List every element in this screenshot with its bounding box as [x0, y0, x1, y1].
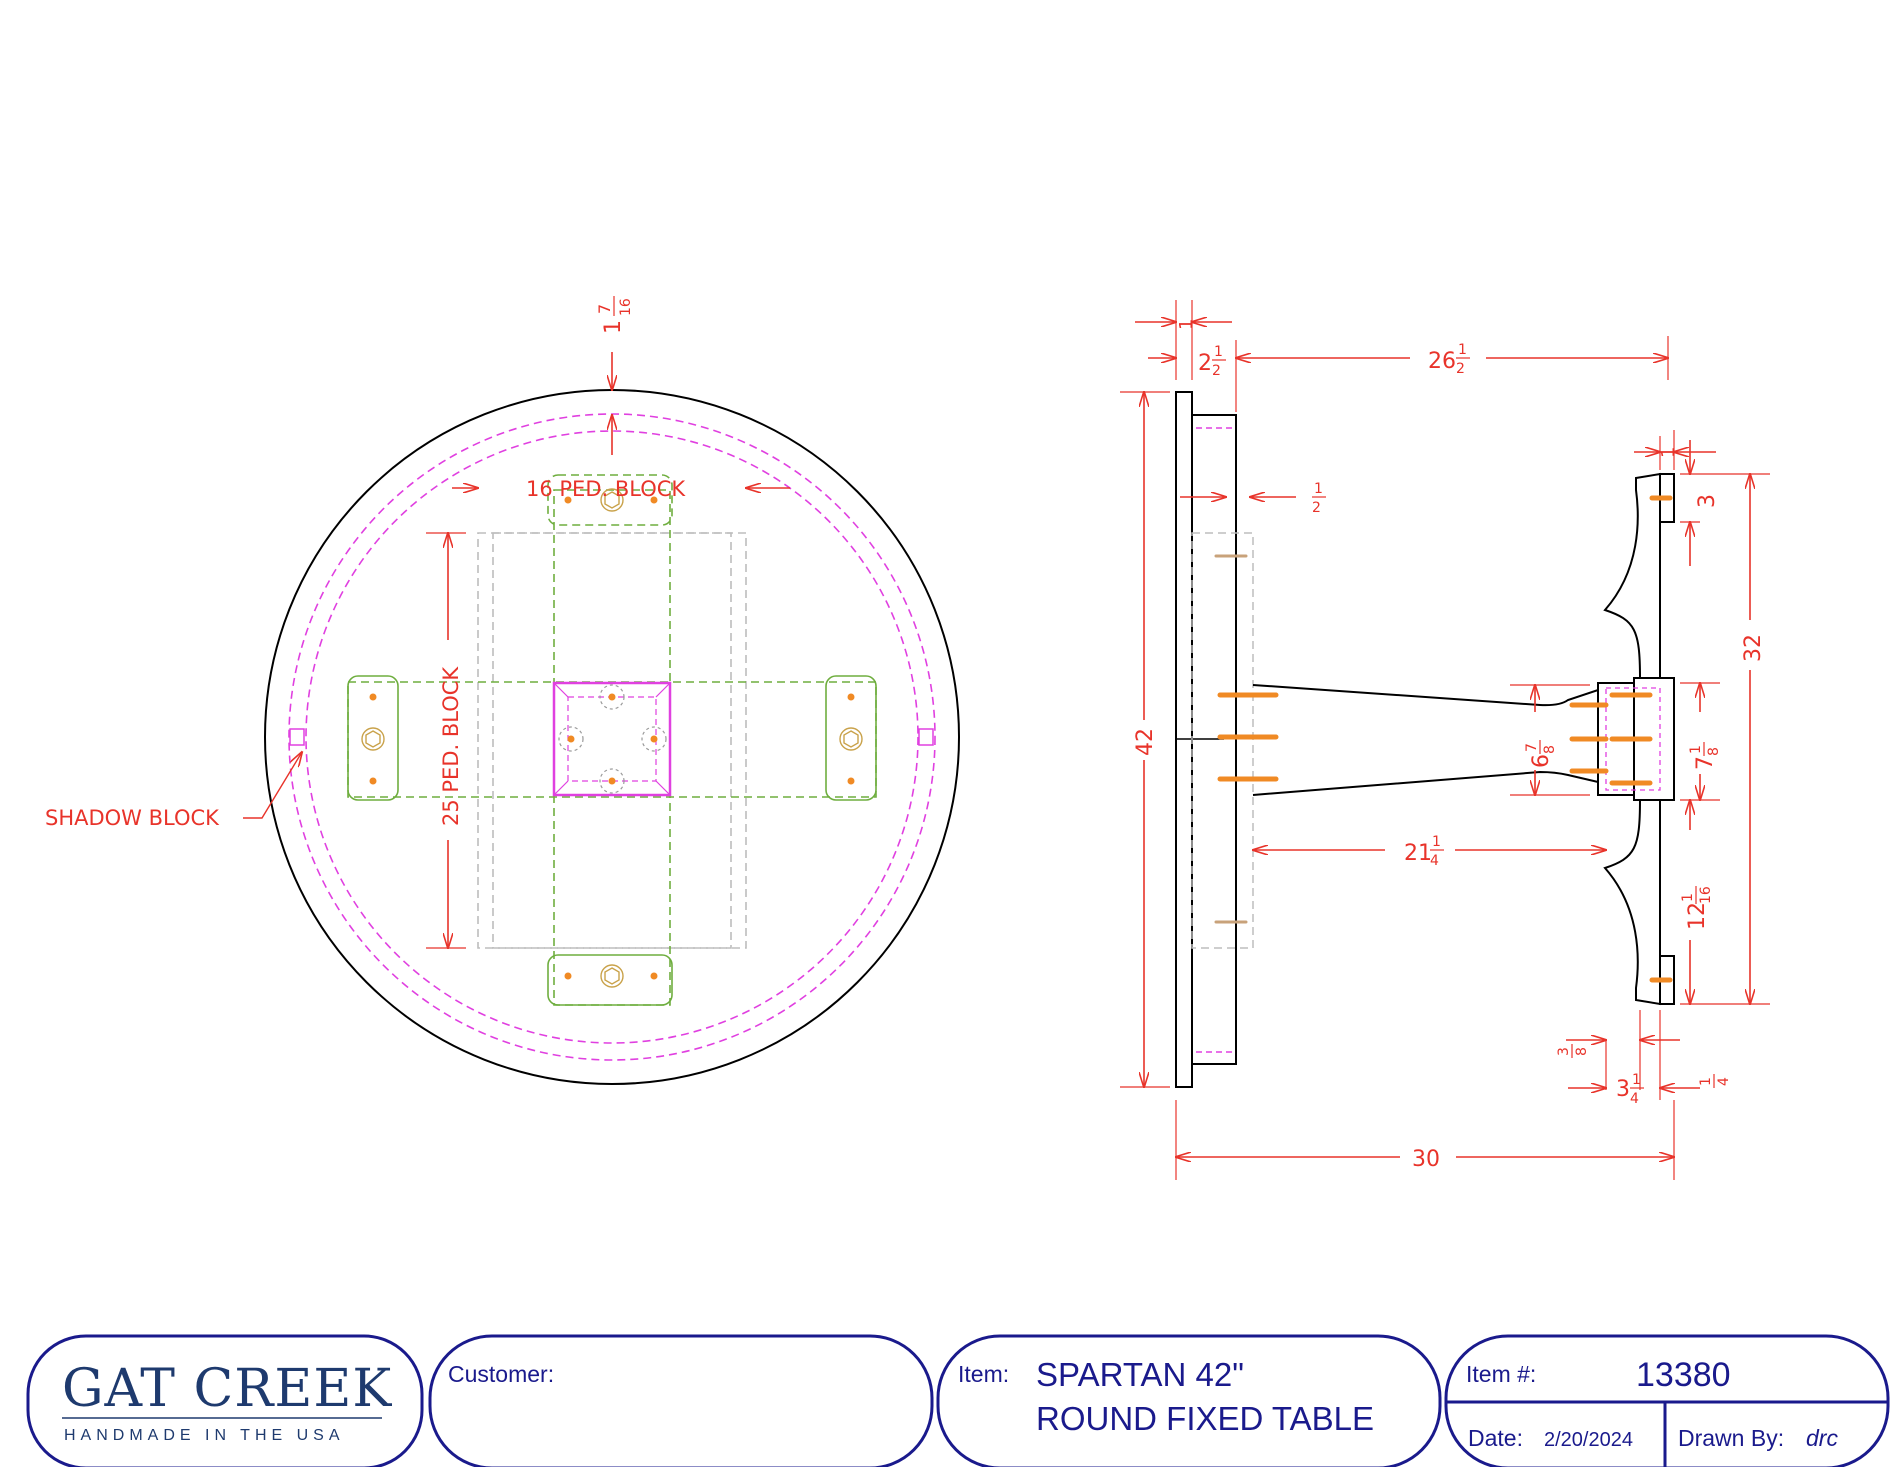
- dim-height-value: 32: [1741, 634, 1766, 662]
- dim-inset-den: 2: [1312, 500, 1321, 516]
- dim-foot-38-den: 8: [1574, 1047, 1590, 1056]
- side-wood-screws: [1214, 554, 1248, 924]
- dim-diameter-value: 42: [1133, 728, 1158, 756]
- date-label: Date:: [1468, 1425, 1523, 1451]
- hub-bolts: [558, 684, 667, 794]
- item-line2: ROUND FIXED TABLE: [1036, 1400, 1374, 1437]
- dim-25-ped-block: 25 PED. BLOCK: [426, 533, 466, 948]
- dim-foot-38: 3 8: [1556, 1010, 1680, 1090]
- dim-span-den: 2: [1456, 361, 1465, 377]
- dim-apron-den: 2: [1212, 363, 1221, 379]
- dim-foot-q-den: 4: [1716, 1077, 1732, 1086]
- item-number-value: 13380: [1636, 1356, 1731, 1394]
- dim-leg-12-num: 1: [1680, 893, 1696, 902]
- side-screws: [1217, 495, 1673, 983]
- dim-overall-30: 30: [1176, 1100, 1674, 1180]
- side-view: 1 2 1 2 26 1 2 1 2: [1120, 300, 1770, 1180]
- drawn-by-label: Drawn By:: [1678, 1425, 1784, 1451]
- item-label: Item:: [958, 1361, 1009, 1387]
- dim-col-21: 21 1 4: [1253, 834, 1606, 869]
- dim-top-inset-den: 16: [618, 298, 634, 316]
- dim-foot-top-value: 1: [1658, 447, 1679, 458]
- drawn-by-value: drc: [1806, 1425, 1838, 1451]
- cross-blocks-green: [347, 474, 877, 1006]
- dim-diameter-42: 42: [1120, 392, 1170, 1087]
- dim-top-inset-whole: 1: [601, 320, 626, 334]
- logo-name: GAT CREEK: [62, 1359, 392, 1419]
- customer-box: [428, 1334, 934, 1467]
- dim-leg-12: 12 1 16: [1680, 800, 1714, 1004]
- dim-top-thickness: 1: [1135, 300, 1232, 380]
- plan-view: 1 7 16 16 PED. BLOCK 25 PED. BLOCK SHADO…: [45, 296, 960, 1085]
- dim-inset-num: 1: [1314, 481, 1323, 497]
- dim-overall-value: 30: [1412, 1147, 1440, 1172]
- dim-col-21-whole: 21: [1404, 841, 1432, 866]
- pedestal-block-gray: [477, 532, 747, 949]
- dim-foot-q-num: 1: [1698, 1077, 1714, 1086]
- dim-foot-3q-whole: 3: [1616, 1077, 1630, 1102]
- side-ped-block: [1191, 532, 1254, 949]
- callout-16-ped-block: 16 PED. BLOCK: [526, 477, 686, 501]
- shadow-block-callout: SHADOW BLOCK: [45, 752, 302, 830]
- logo-box: [26, 1334, 424, 1467]
- dim-hub-7-num: 1: [1688, 745, 1704, 754]
- dim-col-21-den: 4: [1430, 853, 1439, 869]
- orange-screws-plan: [369, 496, 855, 980]
- dim-top-inset-num: 7: [595, 304, 614, 314]
- side-base-leg: [1603, 472, 1661, 679]
- dim-16-ped-block: 16 PED. BLOCK: [452, 477, 790, 501]
- dim-span-num: 1: [1458, 342, 1467, 358]
- dim-col-6: 6 7 8: [1510, 685, 1590, 795]
- dim-apron-num: 1: [1214, 344, 1223, 360]
- apron-inner-dashed: [305, 430, 919, 1044]
- dim-col-6-den: 8: [1542, 745, 1558, 754]
- dim-foot-38-num: 3: [1556, 1047, 1572, 1056]
- dim-top-thickness-value: 1: [1176, 319, 1197, 330]
- item-box: [936, 1334, 1442, 1467]
- dim-foot-3q: 3 1 4: [1568, 1072, 1644, 1107]
- callout-shadow-block: SHADOW BLOCK: [45, 806, 220, 830]
- side-column: [1252, 684, 1599, 796]
- dim-foot-3: 3: [1680, 440, 1770, 566]
- callout-25-ped-block: 25 PED. BLOCK: [439, 666, 463, 826]
- dim-inset-half: 1 2: [1180, 481, 1326, 516]
- dim-foot-3q-den: 4: [1630, 1091, 1639, 1107]
- dim-span-whole: 26: [1428, 349, 1456, 374]
- dim-top-inset: 1 7 16: [595, 296, 634, 455]
- dim-apron-2-half: 2 1 2: [1148, 340, 1237, 412]
- shadow-blocks: [289, 728, 934, 746]
- dim-foot-3q-num: 1: [1632, 1072, 1641, 1088]
- dim-hub-7-whole: 7: [1693, 756, 1718, 770]
- date-value: 2/20/2024: [1544, 1429, 1633, 1451]
- dim-hub-7: 7 1 8: [1680, 683, 1722, 800]
- dim-col-6-num: 7: [1524, 743, 1540, 752]
- dim-height-32: 32: [1680, 474, 1770, 1004]
- title-block: GAT CREEK HANDMADE IN THE USA Customer: …: [26, 1334, 1890, 1467]
- hex-bolts-plan: [361, 488, 863, 988]
- dim-hub-7-den: 8: [1706, 747, 1722, 756]
- dim-foot-3-value: 3: [1695, 494, 1720, 508]
- item-line1: SPARTAN 42": [1036, 1356, 1244, 1393]
- dim-col-6-whole: 6: [1529, 754, 1554, 768]
- dim-foot-top: 1: [1634, 430, 1716, 470]
- customer-label: Customer:: [448, 1361, 554, 1387]
- dim-apron-whole: 2: [1198, 351, 1212, 376]
- dim-leg-12-whole: 12: [1685, 902, 1710, 930]
- dim-span-26: 26 1 2: [1236, 336, 1668, 380]
- item-number-label: Item #:: [1466, 1361, 1536, 1387]
- dim-foot-q: 1 4: [1660, 1010, 1732, 1100]
- dim-leg-12-den: 16: [1698, 886, 1714, 904]
- logo-tagline: HANDMADE IN THE USA: [64, 1427, 345, 1444]
- dim-col-21-num: 1: [1432, 834, 1441, 850]
